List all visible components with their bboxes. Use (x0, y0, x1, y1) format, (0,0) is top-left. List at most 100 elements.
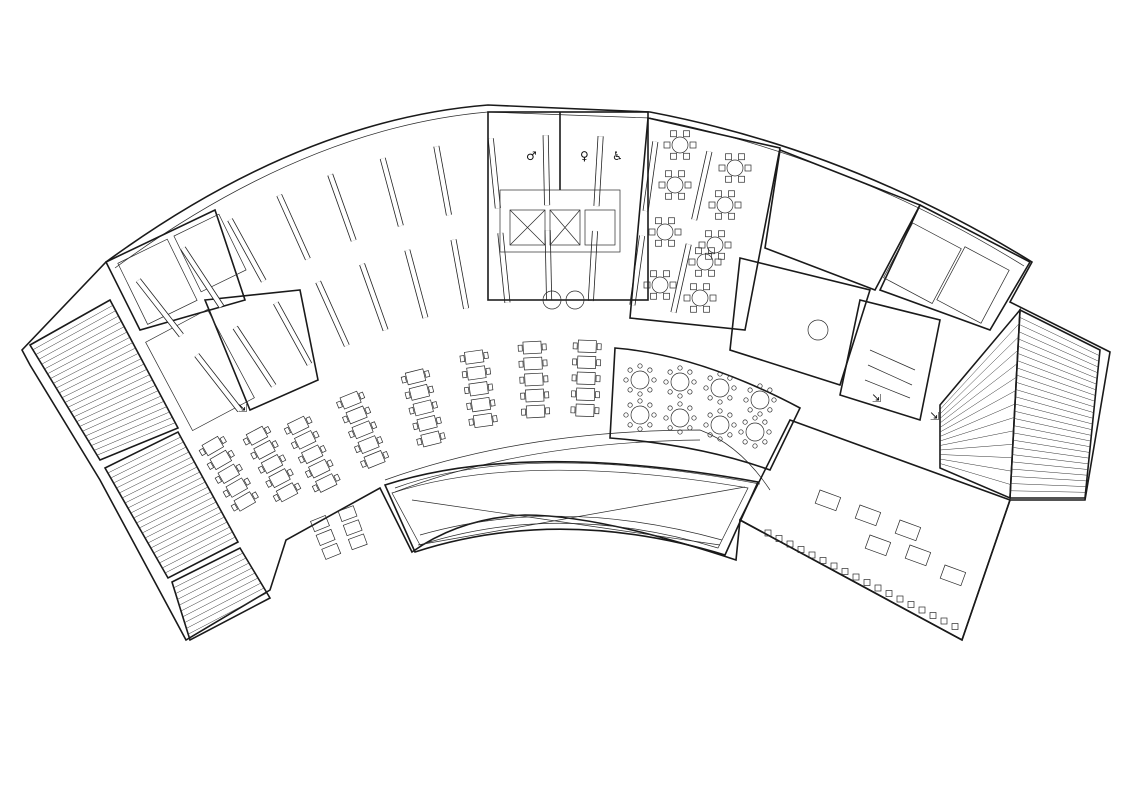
chair (459, 355, 466, 363)
round-chair (663, 415, 669, 421)
bleacher-step (162, 531, 233, 569)
study-desk-fill (594, 136, 603, 207)
study-desk-fill (671, 243, 691, 314)
cluster-chair (698, 241, 706, 249)
bleacher-step (173, 552, 244, 589)
table-column (400, 368, 446, 448)
study-desk-fill (277, 194, 310, 260)
cluster-chair (718, 252, 725, 260)
chair (257, 465, 266, 474)
table (225, 477, 249, 498)
lounge-table (854, 504, 882, 527)
cluster-chair (718, 164, 726, 172)
chair (272, 493, 281, 502)
table (575, 403, 595, 417)
table-column (242, 425, 302, 503)
round-chair (766, 429, 772, 435)
chair (492, 415, 498, 423)
atrium-void (383, 460, 761, 556)
round-chair (757, 411, 763, 417)
long-table-grid (198, 339, 602, 560)
round-chair (623, 377, 629, 383)
counter-seat (841, 568, 849, 575)
round-chair (627, 422, 633, 428)
chair (283, 426, 291, 435)
chair (487, 383, 494, 391)
round-chair (677, 429, 683, 435)
chair (198, 447, 207, 457)
table (408, 383, 430, 401)
table (209, 449, 233, 471)
cluster-chair (655, 217, 662, 225)
chair (297, 455, 306, 464)
cluster-chair (690, 283, 697, 291)
round-chair (687, 369, 693, 375)
round-chair (651, 377, 657, 383)
cluster-table (716, 196, 734, 214)
bleacher-step (939, 444, 1013, 451)
round-chair (677, 401, 683, 407)
study-desk-fill (380, 157, 403, 227)
bleacher-step (159, 526, 230, 564)
lounge-table (864, 534, 892, 557)
round-chair (677, 393, 683, 399)
bleacher-step (939, 376, 1017, 428)
bleacher-step (35, 310, 116, 355)
table (321, 542, 342, 560)
study-desk-rows (135, 135, 713, 413)
round-chair (667, 425, 673, 431)
bleacher-step (939, 350, 1019, 419)
round-table (670, 408, 690, 428)
chair (520, 392, 526, 400)
bleacher-step (153, 516, 225, 554)
counter-seat (819, 557, 827, 564)
round-chair (647, 367, 653, 373)
bleacher-step (939, 430, 1014, 446)
chair (250, 451, 258, 460)
study-desk-fill (543, 135, 550, 206)
chair (400, 375, 407, 384)
table (525, 388, 545, 403)
counter-seat (863, 579, 871, 586)
bleacher-step (175, 557, 247, 594)
round-chair (731, 385, 737, 391)
cluster-table (696, 253, 714, 271)
table-column (337, 505, 368, 551)
cluster-chair (703, 305, 710, 313)
cluster-chair (665, 192, 672, 200)
cluster-table (726, 159, 744, 177)
bleacher-step (1014, 418, 1092, 436)
study-desk-fill (316, 280, 349, 347)
bleacher-step (180, 572, 256, 612)
cluster-chair (744, 164, 752, 172)
round-chair (707, 432, 713, 438)
bleacher-step (50, 337, 130, 379)
bleacher-step (82, 395, 162, 432)
bleacher-step (113, 446, 187, 484)
cluster-chair (738, 175, 745, 183)
round-table (630, 405, 650, 425)
bleacher-step (96, 422, 176, 456)
table (525, 404, 546, 419)
cluster-chair (725, 175, 732, 183)
chair (518, 360, 524, 368)
chair (489, 399, 496, 407)
cluster-chair (715, 190, 722, 198)
bleacher-step (85, 401, 164, 437)
chair (463, 386, 470, 395)
cluster-table (656, 223, 674, 241)
table-column (459, 349, 498, 429)
counter-seat (885, 590, 893, 597)
chair (326, 459, 334, 468)
cluster-chair (648, 228, 656, 236)
cluster-chair (655, 239, 662, 247)
round-chair (752, 443, 758, 449)
cluster-chair (663, 141, 671, 149)
chair (286, 468, 294, 477)
study-desk-fill (488, 138, 501, 209)
chair (235, 463, 243, 472)
table (363, 450, 386, 469)
round-chair (647, 422, 653, 428)
